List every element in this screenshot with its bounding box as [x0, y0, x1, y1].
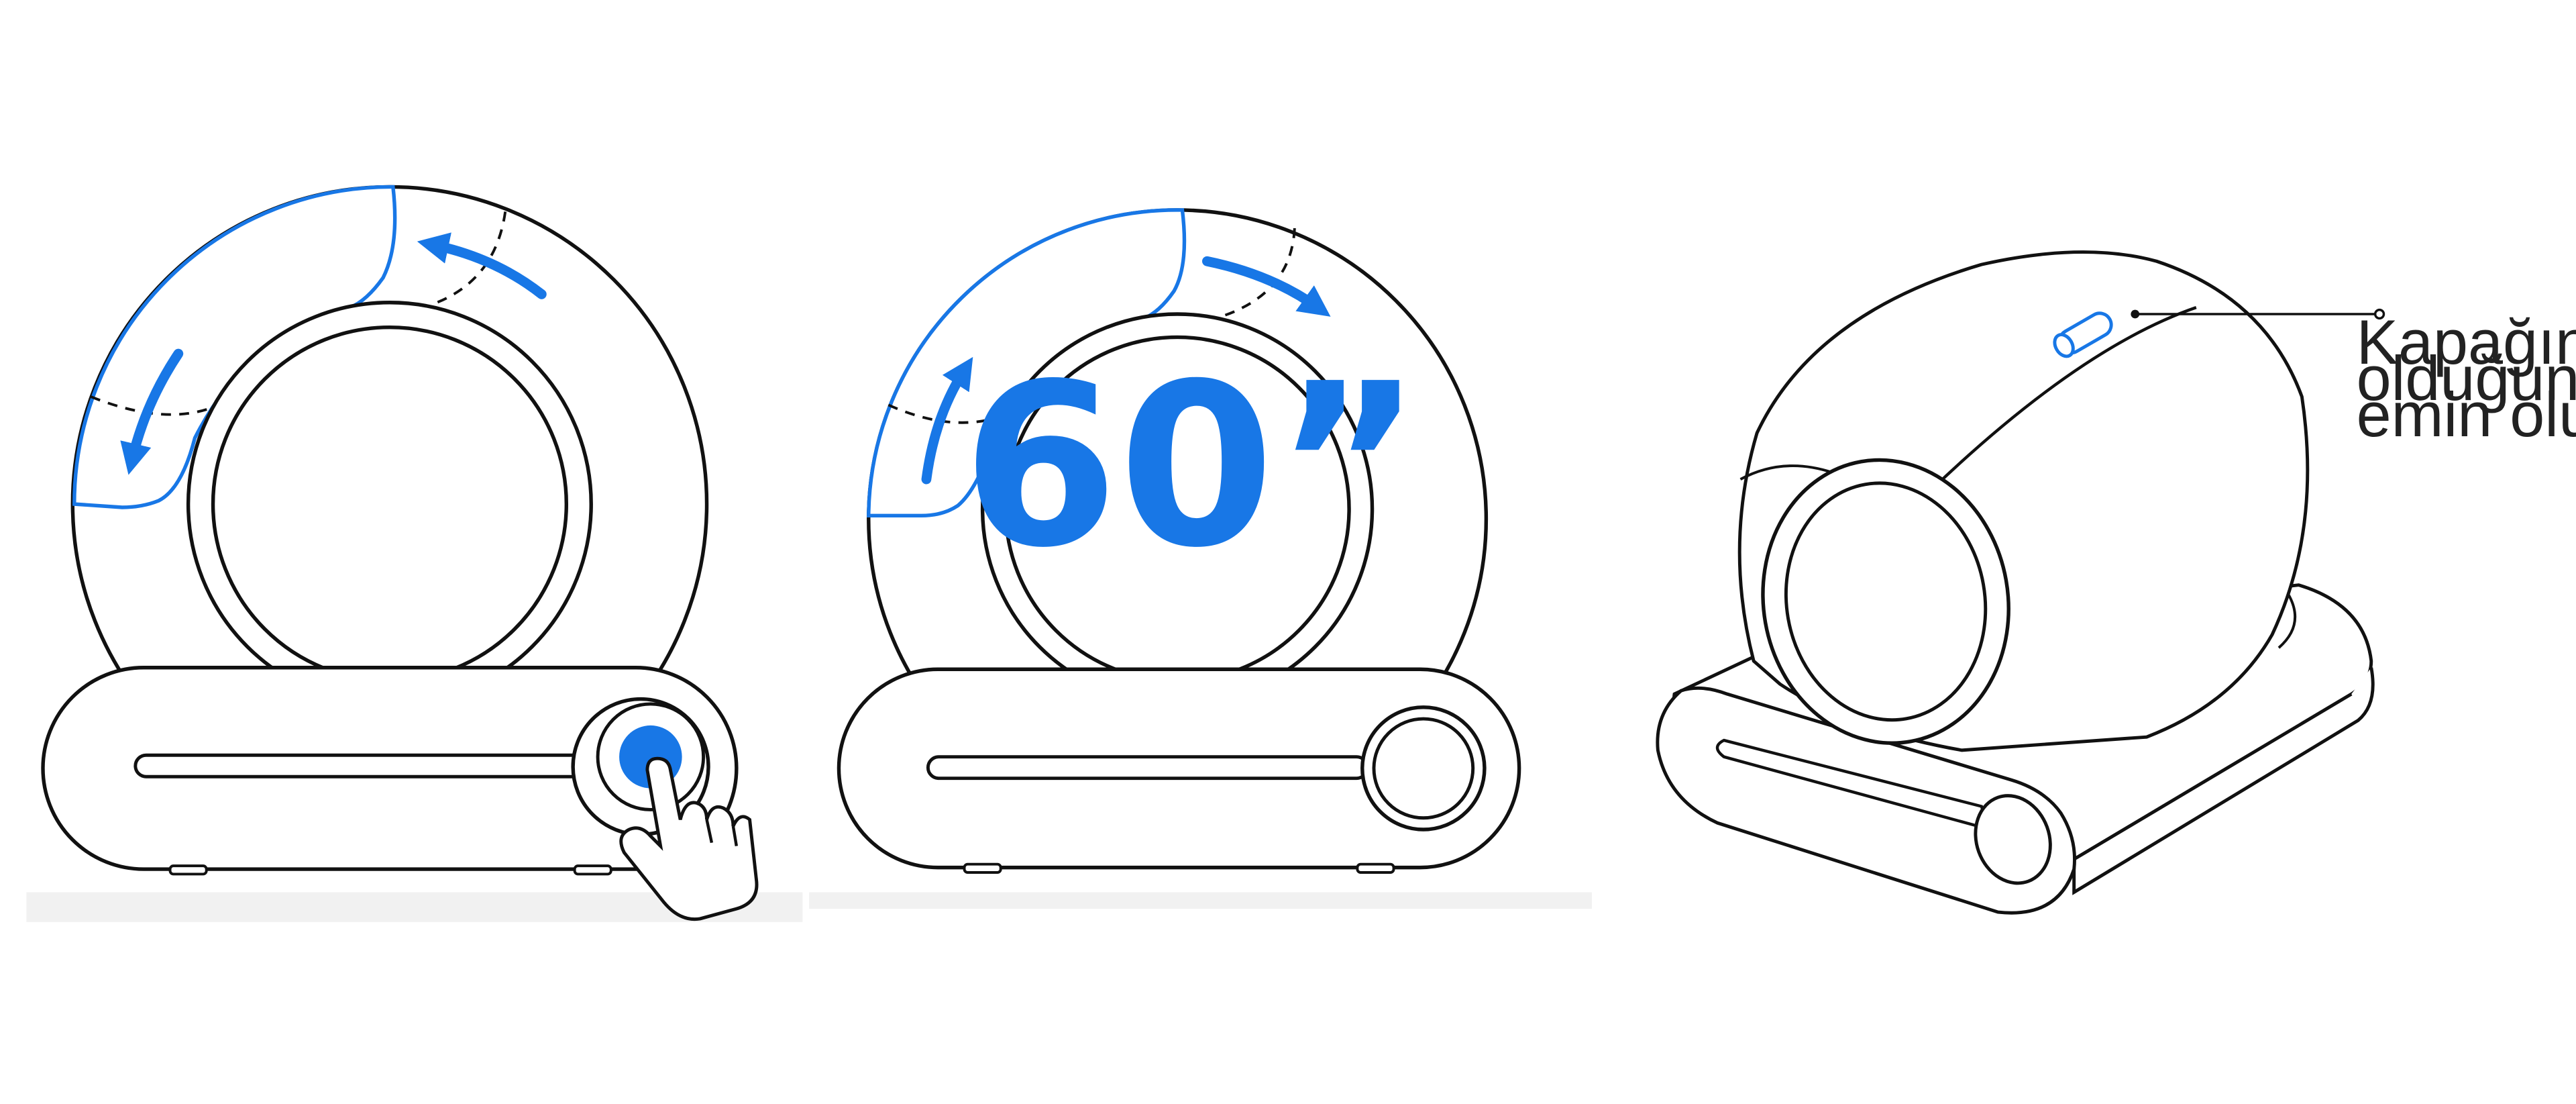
rotating-shell-segment: [867, 208, 1187, 518]
rotate-counterclockwise-arrow-icon: [417, 232, 547, 299]
rotating-shell-segment: [72, 185, 397, 509]
panel-1-press-button: [26, 185, 803, 922]
rotation-guide-dashed: [432, 211, 507, 306]
globe-shell-seam: [1739, 464, 1833, 481]
hand-finger-line: [731, 825, 739, 846]
lid-latch-icon: [2053, 311, 2113, 358]
base-foot: [168, 864, 208, 876]
callout-text-line-1: Kapağın kapalı: [2357, 307, 2576, 377]
press-button-hand-icon: [619, 756, 759, 921]
drum-opening: [211, 325, 569, 683]
base-front: [1656, 686, 2076, 915]
callout-end-dot: [2373, 308, 2385, 320]
rotation-guide-dashed: [888, 403, 1002, 424]
rotation-guide-dashed: [90, 395, 215, 416]
callout-text-line-2: olduğundan: [2357, 343, 2576, 413]
callout-text-line-3: emin olunuz.: [2357, 379, 2576, 450]
hand-finger-line: [705, 819, 714, 844]
globe-shell-seam: [1931, 306, 2197, 491]
countdown-timer-text: 60”: [962, 335, 1422, 597]
panel-3-check-lid: Kapağın kapalı olduğundan emin olunuz.: [1656, 250, 2576, 915]
panel-2-wait-rotation: 60”: [809, 208, 1592, 909]
floor-shadow: [809, 892, 1592, 909]
base-foot: [1356, 862, 1395, 874]
base-side: [2072, 667, 2375, 895]
drawer-slot: [926, 755, 1369, 781]
base-foot: [963, 862, 1002, 874]
rotate-clockwise-arrow-icon: [1202, 256, 1331, 317]
drawer-slot: [133, 753, 586, 779]
rotate-counterclockwise-arrow-icon: [120, 348, 184, 475]
globe-shell-seam: [2277, 594, 2297, 649]
lid-latch-end: [2053, 333, 2075, 358]
control-button[interactable]: [1964, 785, 2062, 894]
control-button[interactable]: [1372, 717, 1475, 820]
base-foot: [573, 864, 612, 876]
rotate-clockwise-arrow-icon: [921, 356, 973, 485]
globe-entrance-opening: [1784, 481, 1988, 722]
